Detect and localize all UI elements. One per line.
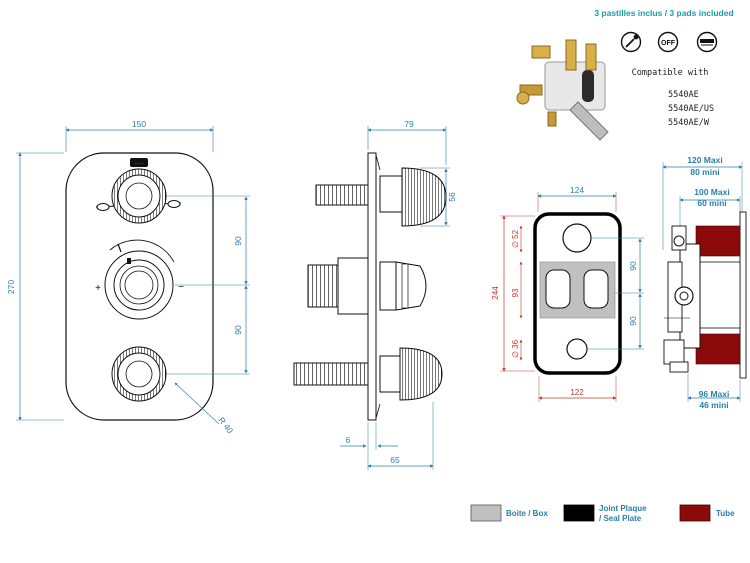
compatible-label: Compatible with — [632, 68, 709, 78]
box-width-top-dim: 124 — [570, 185, 584, 195]
plus-mark: + — [95, 283, 101, 294]
box-min-dim: 60 mini — [697, 198, 726, 208]
pads-included-note: 3 pastilles inclus / 3 pads included — [594, 8, 733, 18]
depth-min-dim: 80 mini — [690, 167, 719, 177]
front-max-dim: 96 Maxi — [699, 389, 730, 399]
box-view: 124 244 ∅ 52 93 ∅ 36 90 90 122 — [491, 185, 644, 402]
legend-swatch-seal — [563, 504, 595, 522]
svg-text:Tube: Tube — [716, 509, 735, 518]
legend-swatch-tube — [679, 504, 711, 522]
box-width-bottom-dim: 122 — [570, 388, 584, 397]
shower-head-icon — [696, 31, 718, 53]
front-spacing-bottom-dim: 90 — [233, 325, 243, 335]
svg-text:/ Seal Plate: / Seal Plate — [599, 514, 642, 523]
legend-item-box: Boite / Box — [470, 504, 548, 522]
box-height-dim: 244 — [491, 286, 500, 300]
svg-text:Boite / Box: Boite / Box — [506, 509, 548, 518]
box-spacing-bottom-dim: 90 — [628, 316, 638, 326]
valve-photo — [516, 39, 609, 141]
model-2: 5540AE/US — [668, 104, 714, 114]
front-radius-dim: R 40 — [216, 415, 235, 436]
svg-text:Joint Plaque: Joint Plaque — [599, 504, 647, 513]
box-hole-top-dim: ∅ 52 — [511, 229, 520, 248]
front-height-dim: 270 — [6, 280, 16, 294]
front-view: 150 270 · · · + − 9 — [6, 119, 250, 436]
svg-text:OFF: OFF — [661, 40, 676, 47]
minus-mark: − — [178, 282, 184, 293]
model-1: 5540AE — [668, 90, 699, 100]
box-max-dim: 100 Maxi — [694, 187, 729, 197]
box-hole-bottom-dim: ∅ 36 — [511, 339, 520, 358]
front-width-dim: 150 — [132, 119, 146, 129]
side-handle-dim: 56 — [447, 192, 457, 202]
model-3: 5540AE/W — [668, 118, 710, 128]
legend-item-tube: Tube — [679, 504, 735, 522]
svg-text:· · ·: · · · — [135, 161, 143, 167]
header-block: 3 pastilles inclus / 3 pads included OFF — [516, 8, 734, 141]
hand-shower-icon — [620, 31, 642, 53]
legend: Boite / Box Joint Plaque / Seal Plate Tu… — [470, 504, 735, 523]
depth-max-dim: 120 Maxi — [687, 155, 722, 165]
side-plate-dim: 6 — [346, 435, 351, 445]
box-spacing-top-dim: 90 — [628, 261, 638, 271]
legend-item-seal: Joint Plaque / Seal Plate — [563, 504, 647, 523]
side-depth-dim: 79 — [404, 119, 414, 129]
front-min-dim: 46 mini — [699, 400, 728, 410]
depth-view: 120 Maxi 80 mini 100 Maxi 60 mini 96 Max… — [662, 155, 747, 410]
side-body-dim: 65 — [390, 455, 400, 465]
front-spacing-top-dim: 90 — [233, 236, 243, 246]
off-icon: OFF — [657, 31, 679, 53]
box-center-dim: 93 — [511, 288, 520, 297]
side-view: 79 56 6 65 — [293, 119, 457, 470]
legend-swatch-box — [470, 504, 502, 522]
